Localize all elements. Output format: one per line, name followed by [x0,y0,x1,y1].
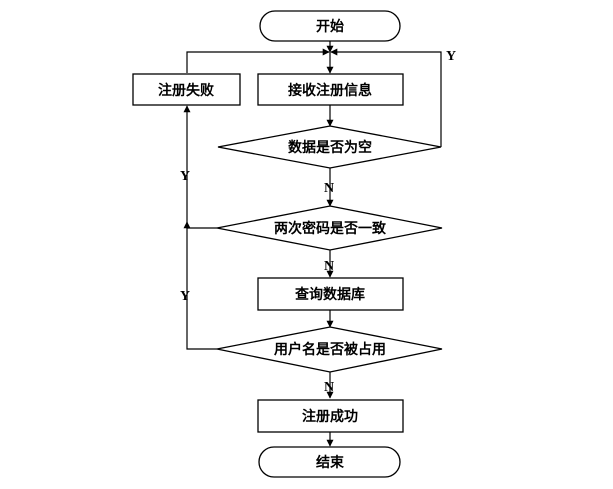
label-password-yes: Y [180,169,190,184]
empty-check-label: 数据是否为空 [288,139,372,156]
success-node: 注册成功 [257,399,404,433]
password-check-node: 两次密码是否一致 [216,205,443,251]
start-node: 开始 [259,10,401,42]
label-name-no: N [324,380,334,395]
edge-password-check-yes [186,216,217,229]
label-empty-no: N [324,181,334,196]
end-node: 结束 [258,446,401,478]
fail-node: 注册失败 [132,73,241,106]
label-empty-yes: Y [446,49,456,64]
empty-check-node: 数据是否为空 [217,125,442,169]
password-check-label: 两次密码是否一致 [274,220,387,237]
receive-info-node: 接收注册信息 [257,73,404,106]
edge-empty-check-yes-loop [330,48,442,147]
start-label: 开始 [316,18,344,35]
name-check-node: 用户名是否被占用 [216,326,443,373]
query-db-node: 查询数据库 [257,277,404,311]
success-label: 注册成功 [302,408,358,425]
label-name-yes: Y [180,289,190,304]
fail-label: 注册失败 [158,82,215,99]
query-db-label: 查询数据库 [295,286,365,303]
label-password-no: N [324,259,334,274]
name-check-label: 用户名是否被占用 [274,341,386,358]
edge-fail-to-merge [186,48,330,73]
receive-info-label: 接收注册信息 [288,82,372,99]
edge-name-check-yes [183,221,217,350]
end-label: 结束 [316,454,345,471]
